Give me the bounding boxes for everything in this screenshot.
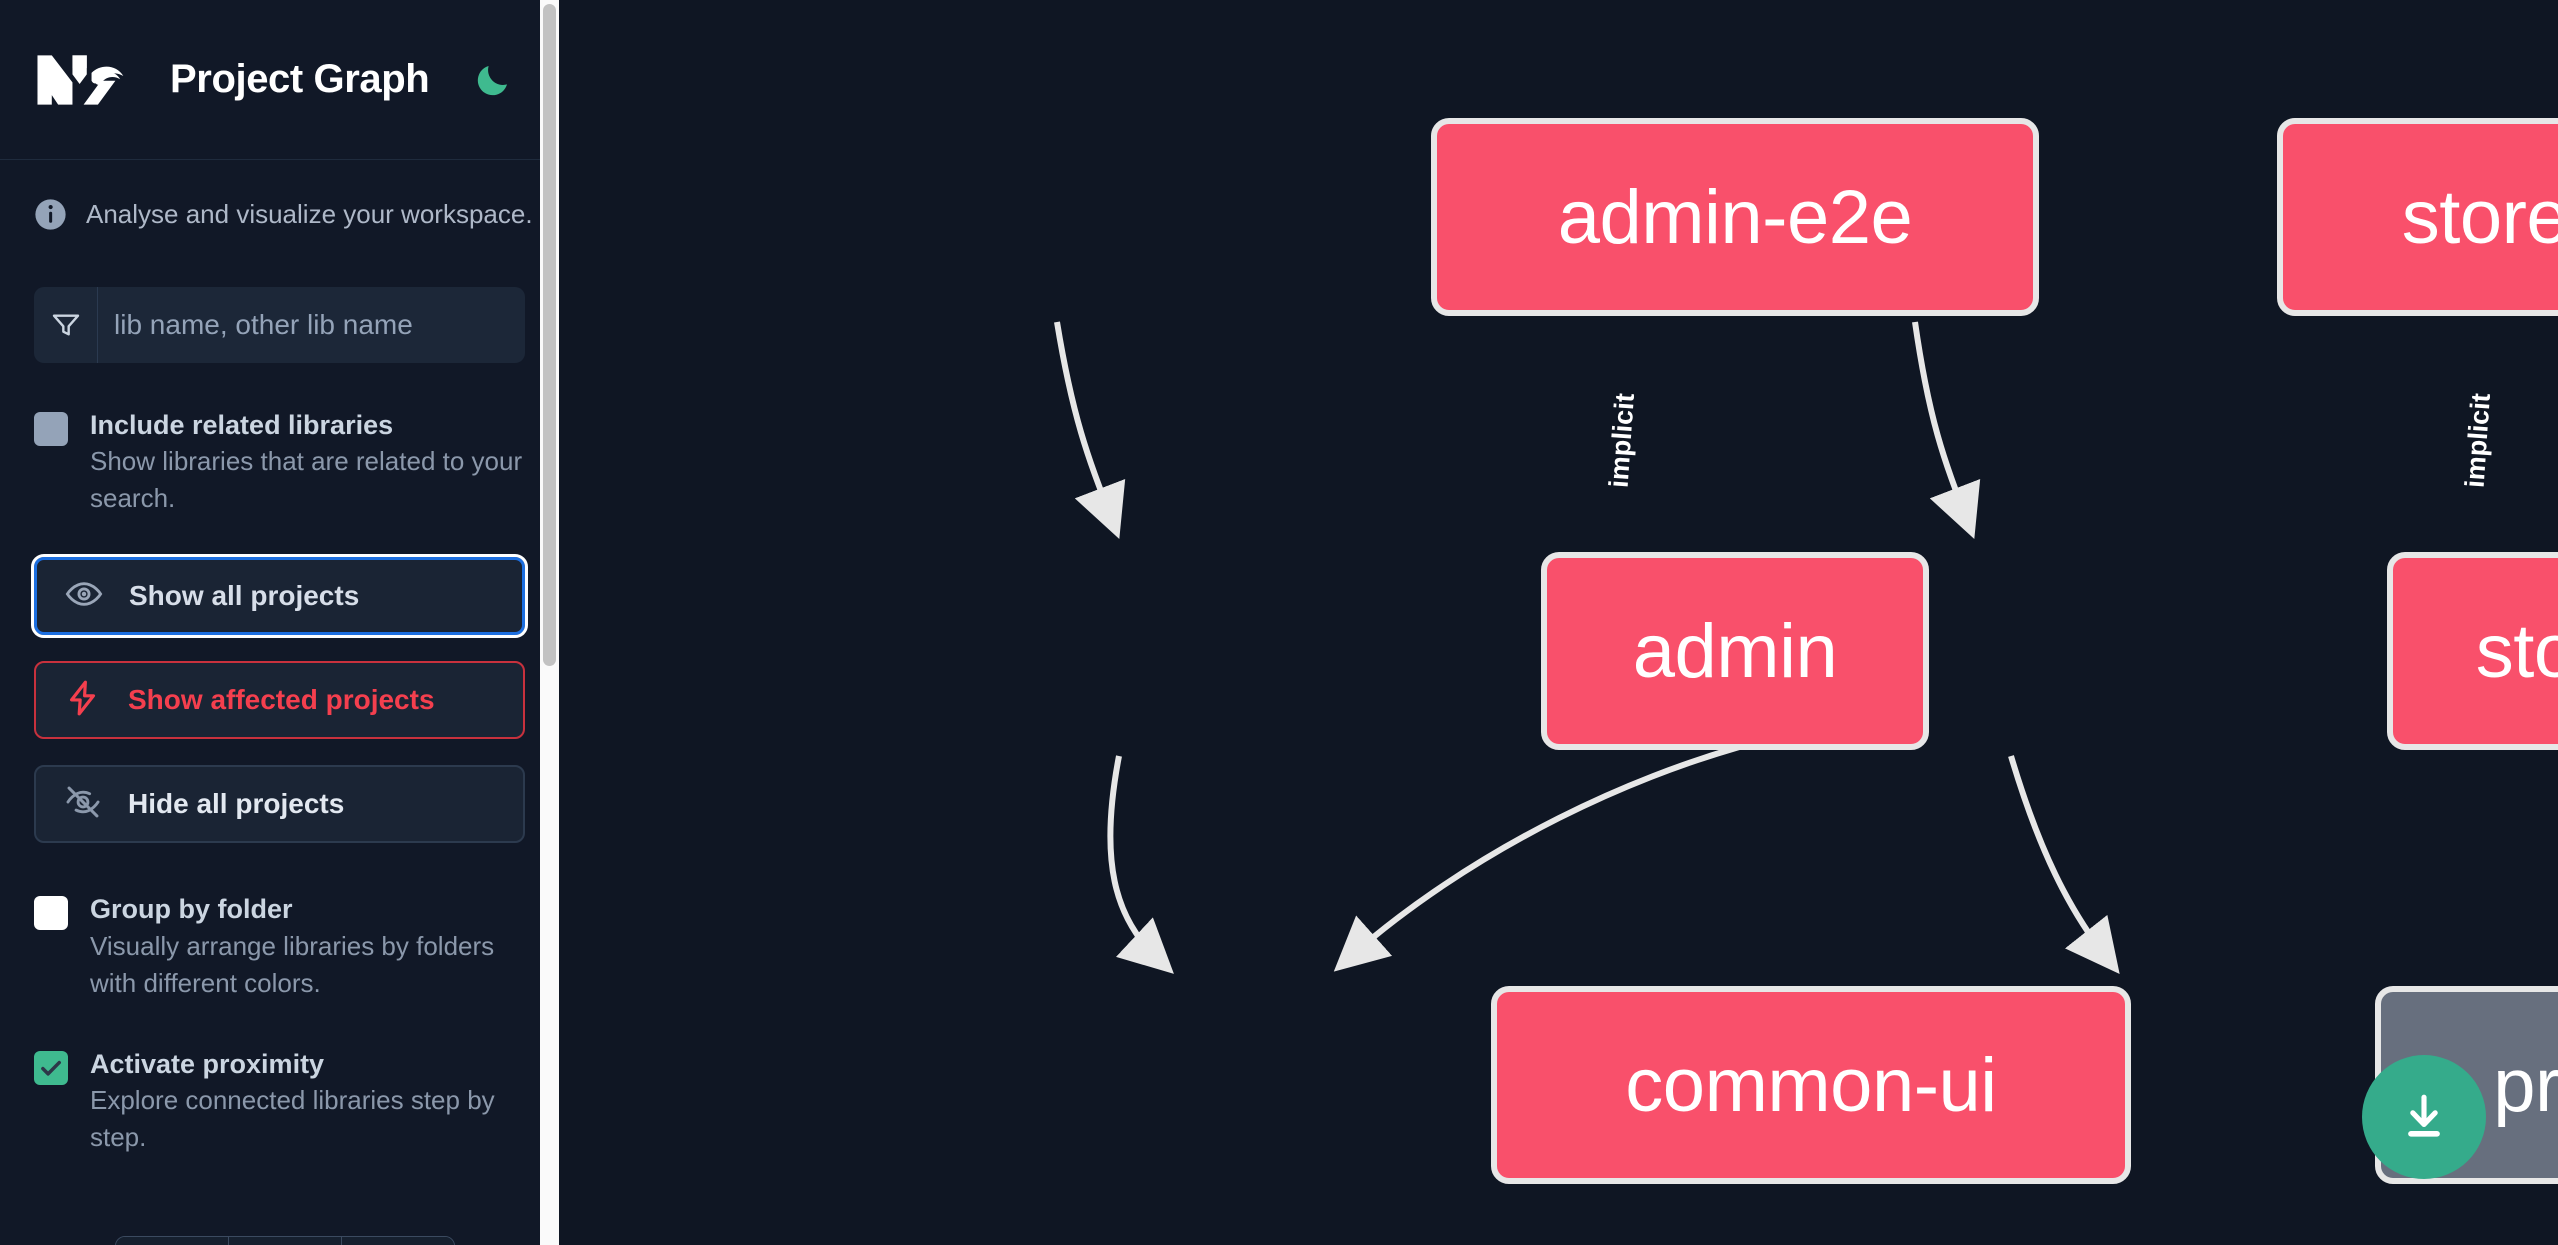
tagline-text: Analyse and visualize your workspace.	[86, 199, 533, 229]
sidebar: Project Graph Analyse and visualize your…	[0, 0, 559, 1245]
segmented-control[interactable]	[115, 1236, 455, 1245]
segment-3[interactable]	[342, 1237, 454, 1245]
checkbox-indicator[interactable]	[34, 896, 68, 931]
sidebar-body: Analyse and visualize your workspace. In…	[0, 198, 559, 1156]
node-label: store-e2e	[2401, 174, 2558, 260]
node-label: admin-e2e	[1557, 174, 1913, 260]
search-field[interactable]	[34, 287, 525, 363]
page-title: Project Graph	[170, 57, 430, 101]
checkbox-label: Activate proximity	[90, 1048, 325, 1079]
lightning-bolt-icon	[64, 679, 102, 722]
edge-label-implicit-admin: implicit	[1601, 390, 1642, 490]
node-label: admin	[1632, 608, 1838, 694]
node-label: products	[2493, 1042, 2558, 1128]
sidebar-header: Project Graph	[0, 0, 559, 160]
checkbox-label: Include related libraries	[90, 410, 394, 440]
checkbox-label: Group by folder	[90, 894, 293, 925]
sidebar-scrollbar-thumb[interactable]	[543, 4, 556, 666]
checkbox-activate-proximity[interactable]: Activate proximity Explore connected lib…	[34, 1046, 525, 1156]
show-all-projects-label: Show all projects	[129, 580, 360, 612]
checkbox-include-related-libraries[interactable]: Include related libraries Show libraries…	[34, 407, 525, 517]
sidebar-scrollbar[interactable]	[540, 0, 559, 1245]
node-label: common-ui	[1625, 1042, 1997, 1128]
checkbox-indicator[interactable]	[34, 1050, 68, 1085]
edge-admin-e2e-admin	[1054, 321, 1126, 540]
eye-icon	[65, 575, 103, 618]
download-button[interactable]	[2362, 1055, 2486, 1179]
checkbox-group-by-folder[interactable]: Group by folder Visually arrange librari…	[34, 891, 525, 1001]
show-affected-projects-button[interactable]: Show affected projects	[34, 661, 525, 740]
nx-logo-icon	[34, 49, 130, 111]
moon-icon[interactable]	[469, 56, 517, 104]
graph-node-admin-e2e[interactable]: admin-e2e	[1431, 118, 2039, 316]
info-icon	[34, 198, 67, 231]
graph-node-common-ui[interactable]: common-ui	[1491, 986, 2131, 1184]
checkbox-indicator[interactable]	[34, 412, 68, 446]
checkbox-description: Show libraries that are related to your …	[90, 446, 523, 514]
hide-all-projects-button[interactable]: Hide all projects	[34, 765, 525, 844]
project-graph-canvas[interactable]: admin-e2e store-e2e admin store common-u…	[559, 0, 2558, 1245]
checkbox-description: Visually arrange libraries by folders wi…	[90, 930, 495, 998]
graph-node-store-e2e[interactable]: store-e2e	[2277, 118, 2558, 316]
tagline: Analyse and visualize your workspace.	[34, 198, 533, 231]
search-input[interactable]	[98, 287, 525, 363]
filter-icon	[34, 287, 98, 363]
checkbox-description: Explore connected libraries step by step…	[90, 1084, 495, 1152]
segment-2[interactable]	[229, 1237, 342, 1245]
node-label: store	[2475, 608, 2558, 694]
show-affected-projects-label: Show affected projects	[128, 684, 435, 716]
graph-node-store[interactable]: store	[2387, 552, 2558, 750]
eye-off-icon	[64, 783, 102, 826]
show-all-projects-button[interactable]: Show all projects	[31, 554, 528, 639]
edge-label-implicit-store: implicit	[2457, 390, 2498, 490]
graph-node-admin[interactable]: admin	[1541, 552, 1929, 750]
hide-all-projects-label: Hide all projects	[128, 788, 345, 820]
segment-1[interactable]	[116, 1237, 229, 1245]
